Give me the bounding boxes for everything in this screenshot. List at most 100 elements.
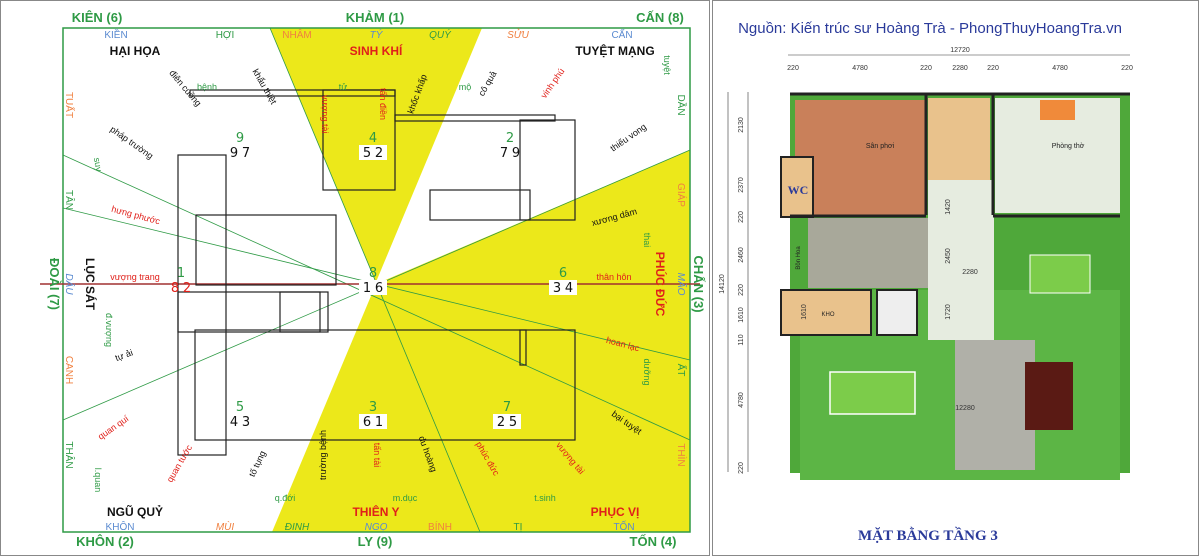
palace-water-star: 1 <box>375 415 383 430</box>
mountain: CẤN <box>611 28 632 41</box>
minor-label: tử <box>339 82 348 92</box>
mountain: QUÝ <box>429 28 452 41</box>
palace-mountain-star: 2 <box>497 415 505 430</box>
dim-label: 220 <box>920 65 932 72</box>
star-phuc-vi: PHỤC VỊ <box>591 505 640 519</box>
mountain: TÂN <box>63 190 76 210</box>
palace-base-number: 4 <box>369 131 377 146</box>
trigram-ton: TỐN (4) <box>630 534 677 549</box>
dim-label: 220 <box>1121 65 1133 72</box>
mountain: MÙI <box>216 520 235 533</box>
minor-label: mộ <box>459 82 472 92</box>
dim-label: 2280 <box>952 65 968 72</box>
mountain: TUẤT <box>63 92 76 118</box>
dim-label: 2370 <box>738 177 745 193</box>
minor-label: tấn tài <box>372 443 382 468</box>
trigram-chan: CHẤN (3) <box>691 255 706 312</box>
palace-water-star: 7 <box>242 146 250 161</box>
dim-label: 220 <box>738 211 745 223</box>
kho <box>780 289 872 336</box>
compass-diagram: KIÊN (6) KHẢM (1) CẤN (8) KHÔN (2) LY (9… <box>40 10 706 549</box>
trigram-doai: ĐOÀI (7) <box>47 258 62 310</box>
palace-water-star: 2 <box>183 281 191 296</box>
mountain: TỊ <box>514 522 523 533</box>
mountain: DẦN <box>675 94 688 115</box>
palace-water-star: 5 <box>509 415 517 430</box>
source-credit: Nguồn: Kiến trúc sư Hoàng Trà - PhongThu… <box>738 20 1122 37</box>
mountain: DẬU <box>63 273 76 295</box>
dim-label: 1610 <box>738 307 745 323</box>
palace-base-number: 5 <box>236 400 244 415</box>
room-label: KHO <box>821 312 834 318</box>
room-label: WC <box>788 183 809 197</box>
mountain: ẤT <box>675 364 688 377</box>
trigram-khon: KHÔN (2) <box>76 534 134 549</box>
dining-table <box>1025 362 1073 430</box>
palace-number-background <box>493 414 521 429</box>
palace-base-number: 6 <box>559 266 567 281</box>
floor-plan <box>177 89 576 456</box>
palace-mountain-star: 5 <box>363 146 371 161</box>
minor-label: tấn điền <box>378 88 388 120</box>
dim-label: 1720 <box>945 304 952 320</box>
mountain: MÃO <box>675 273 688 296</box>
mountain: TỐN <box>613 519 634 533</box>
mountain: THÌN <box>675 443 688 466</box>
palace-base-number: 7 <box>503 400 511 415</box>
palace-mountain-star: 6 <box>363 415 371 430</box>
palace-mountain-star: 9 <box>230 146 238 161</box>
dim-label: 1420 <box>945 199 952 215</box>
dim-label: 220 <box>738 284 745 296</box>
dim-label: 220 <box>987 65 999 72</box>
star-ngu-quy: NGŨ QUỶ <box>107 504 163 519</box>
minor-label: thân hôn <box>596 272 631 282</box>
trigram-can: CẤN (8) <box>636 10 684 25</box>
palace-number-background <box>549 280 577 295</box>
palace-number-background <box>359 145 387 160</box>
mountain: GIÁP <box>675 183 688 207</box>
palace-water-star: 9 <box>512 146 520 161</box>
dim-label: 1610 <box>801 304 808 320</box>
palace-number-background <box>359 414 387 429</box>
dim-label: 2450 <box>945 248 952 264</box>
star-thien-y: THIÊN Y <box>352 504 399 519</box>
palace-base-number: 3 <box>369 400 377 415</box>
dim-label: 12280 <box>955 405 975 412</box>
compass-frame <box>62 27 691 533</box>
dim-label: 2280 <box>962 269 978 276</box>
san-phoi <box>795 100 925 215</box>
star-phuc-duc: PHÚC ĐỨC <box>653 252 668 317</box>
minor-label: bệnh <box>197 82 217 92</box>
minor-label: vượng tài <box>320 95 330 133</box>
mountain: NGỌ <box>365 522 388 533</box>
elevator <box>876 289 918 336</box>
dim-label: 4780 <box>1052 65 1068 72</box>
star-tuyet-mang: TUYỆT MẠNG <box>575 43 654 58</box>
minor-label: t.sinh <box>534 493 556 503</box>
dim-label: 12720 <box>950 47 970 54</box>
star-sinh-khi: SINH KHÍ <box>350 43 403 58</box>
mountain: THÂN <box>63 441 76 468</box>
minor-label: trường bệnh <box>318 430 328 480</box>
star-hai-hoa: HẠI HỌA <box>110 44 161 58</box>
palace-mountain-star: 7 <box>500 146 508 161</box>
trigram-ly: LY (9) <box>358 534 393 549</box>
palace-base-number: 9 <box>236 131 244 146</box>
mountain: TÝ <box>370 28 384 41</box>
minor-label: l.quan <box>93 468 103 493</box>
trigram-kham: KHẢM (1) <box>346 10 405 25</box>
palace-base-number: 2 <box>506 131 514 146</box>
dim-label: 2460 <box>738 247 745 263</box>
palace-base-number: 8 <box>369 266 377 281</box>
palace-mountain-star: 8 <box>171 281 179 296</box>
mountain: SỬU <box>507 28 530 41</box>
star-luc-sat: LỤC SÁT <box>83 258 98 311</box>
minor-label: m.dục <box>393 493 418 503</box>
minor-label: đ.vượng <box>104 313 114 347</box>
